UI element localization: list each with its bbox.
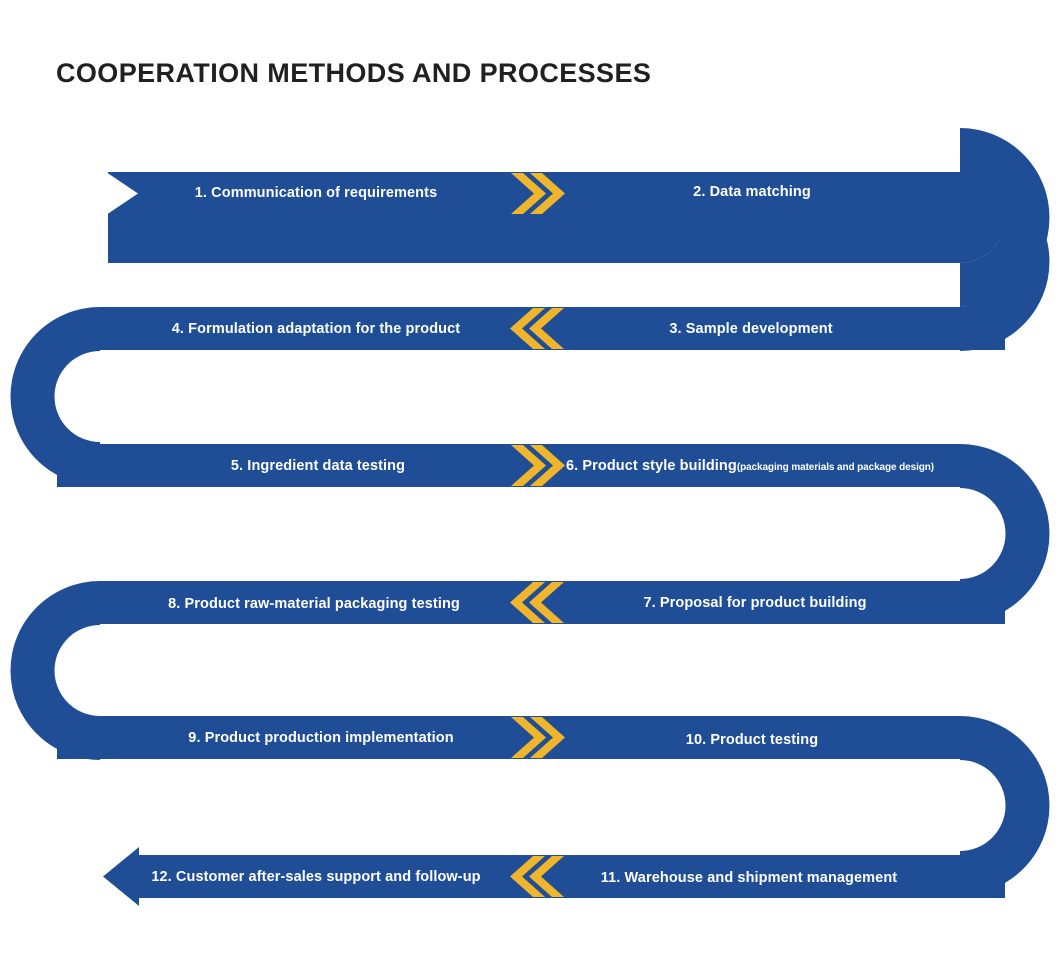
chevron-row-5-icon [511,717,565,758]
band-row-2 [100,307,1005,350]
uturn-left-2 [10,581,100,760]
uturn-right-2 [960,444,1050,623]
band-row-1 [108,172,1006,263]
band-row-5 [57,716,960,759]
step-label-2: 2. Data matching [693,184,811,200]
step-label-3: 3. Sample development [669,321,833,337]
chevron-row-2-icon [510,308,564,349]
uturn-right-1-outer [960,172,1050,351]
band-row-4 [100,581,1005,624]
uturn-left-1 [10,307,100,486]
chevron-row-1-icon [511,173,565,214]
page-title: COOPERATION METHODS AND PROCESSES [56,58,652,88]
step-label-5: 5. Ingredient data testing [230,458,406,474]
chevron-row-6-icon [510,856,564,897]
chevron-row-3-icon [511,445,565,486]
step-label-6: 6. Product style building(packaging mate… [566,458,934,474]
uturn-right-3 [960,716,1050,895]
step-label-1: 1. Communication of requirements [194,185,438,201]
step-label-6-sub: (packaging materials and package design) [736,462,935,473]
step-label-11: 11. Warehouse and shipment management [600,870,898,886]
end-arrowhead-icon [103,847,139,906]
step-label-8: 8. Product raw-material packaging testin… [168,596,460,612]
step-label-9: 9. Product production implementation [188,730,454,746]
step-label-10: 10. Product testing [685,732,819,748]
band-row-6 [139,855,1005,898]
step-label-12: 12. Customer after-sales support and fol… [151,869,481,885]
chevron-row-4-icon [510,582,564,623]
step-label-6-main: 6. Product style building [565,458,737,474]
step-label-7: 7. Proposal for product building [643,595,867,611]
step-label-4: 4. Formulation adaptation for the produc… [171,321,461,337]
band-row-3 [57,444,960,487]
start-arrow-notch-icon [106,172,138,215]
